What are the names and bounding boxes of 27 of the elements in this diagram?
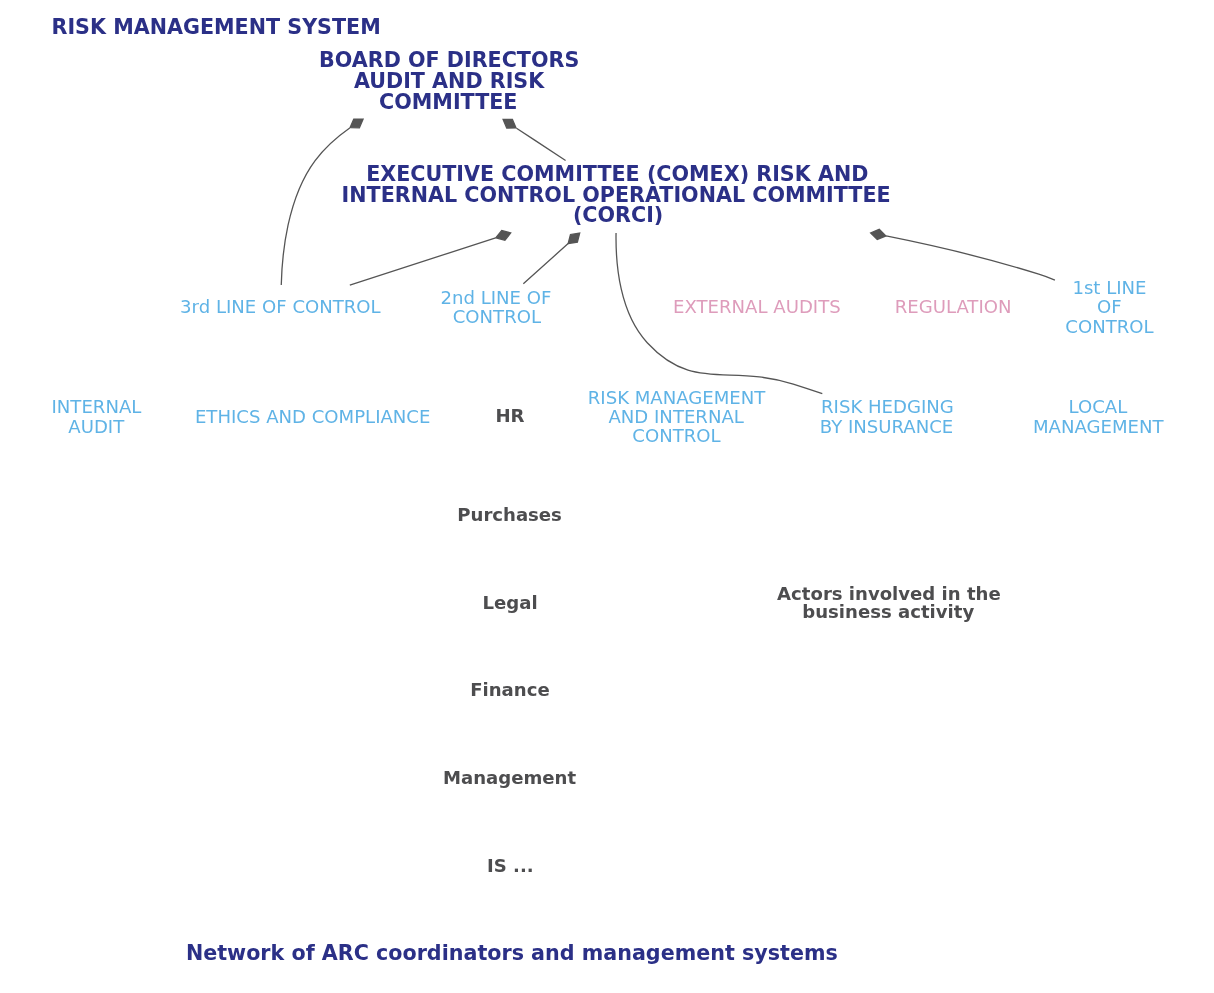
node-text: Network of ARC coordinators and management systems <box>185 941 838 966</box>
node-text: ETHICS AND COMPLIANCE <box>194 406 430 428</box>
connector <box>522 232 581 285</box>
node-text: REGULATION <box>894 296 1012 318</box>
node-text: Legal <box>481 591 538 613</box>
connector <box>501 118 566 162</box>
node-text: EXTERNAL AUDITS <box>672 296 841 318</box>
node-text: 2nd LINE OF CONTROL <box>439 286 551 327</box>
node-text: Finance <box>469 679 550 701</box>
node-text: EXECUTIVE COMMITTEE (COMEX) RISK AND INTERNAL CONTROL OPERATIONAL COMMITTEE (CORCI) <box>341 161 891 228</box>
connector <box>614 232 823 395</box>
node-text: 1st LINE OF CONTROL <box>1064 276 1154 337</box>
node-text: HR <box>494 404 524 426</box>
connector <box>280 118 364 286</box>
node-text: LOCAL MANAGEMENT <box>1032 396 1164 437</box>
node-text: BOARD OF DIRECTORS AUDIT AND RISK COMMITTEE <box>318 48 579 114</box>
node-text: Actors involved in the business activity <box>776 583 1001 623</box>
node-text: IS ... <box>486 855 534 877</box>
node-text: RISK HEDGING BY INSURANCE <box>819 396 954 437</box>
node-text: Purchases <box>456 503 562 525</box>
connector <box>869 228 1056 281</box>
node-text: 3rd LINE OF CONTROL <box>179 296 381 318</box>
diagram-title: RISK MANAGEMENT SYSTEM <box>51 14 381 39</box>
node-text: Management <box>442 767 576 789</box>
connector <box>348 229 512 286</box>
node-text: RISK MANAGEMENT AND INTERNAL CONTROL <box>587 386 765 447</box>
node-text: INTERNAL AUDIT <box>51 396 141 437</box>
